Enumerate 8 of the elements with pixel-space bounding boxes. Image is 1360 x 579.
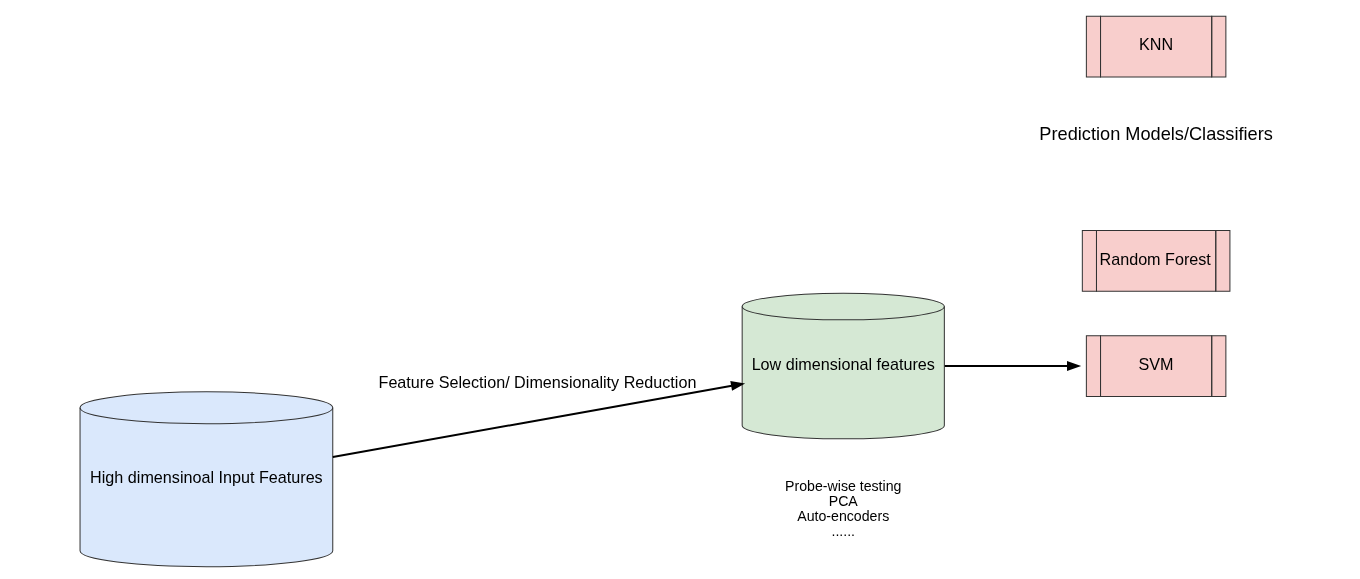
arrow [944, 361, 1082, 372]
label: PCA [828, 492, 858, 509]
label: ...... [831, 523, 856, 540]
label: Auto-encoders [797, 507, 890, 524]
label: Probe-wise testing [785, 477, 902, 494]
edge-label: Feature Selection/ Dimensionality Reduction [378, 373, 697, 392]
label: Prediction Models/Classifiers [1039, 124, 1273, 145]
arrow [332, 381, 746, 458]
